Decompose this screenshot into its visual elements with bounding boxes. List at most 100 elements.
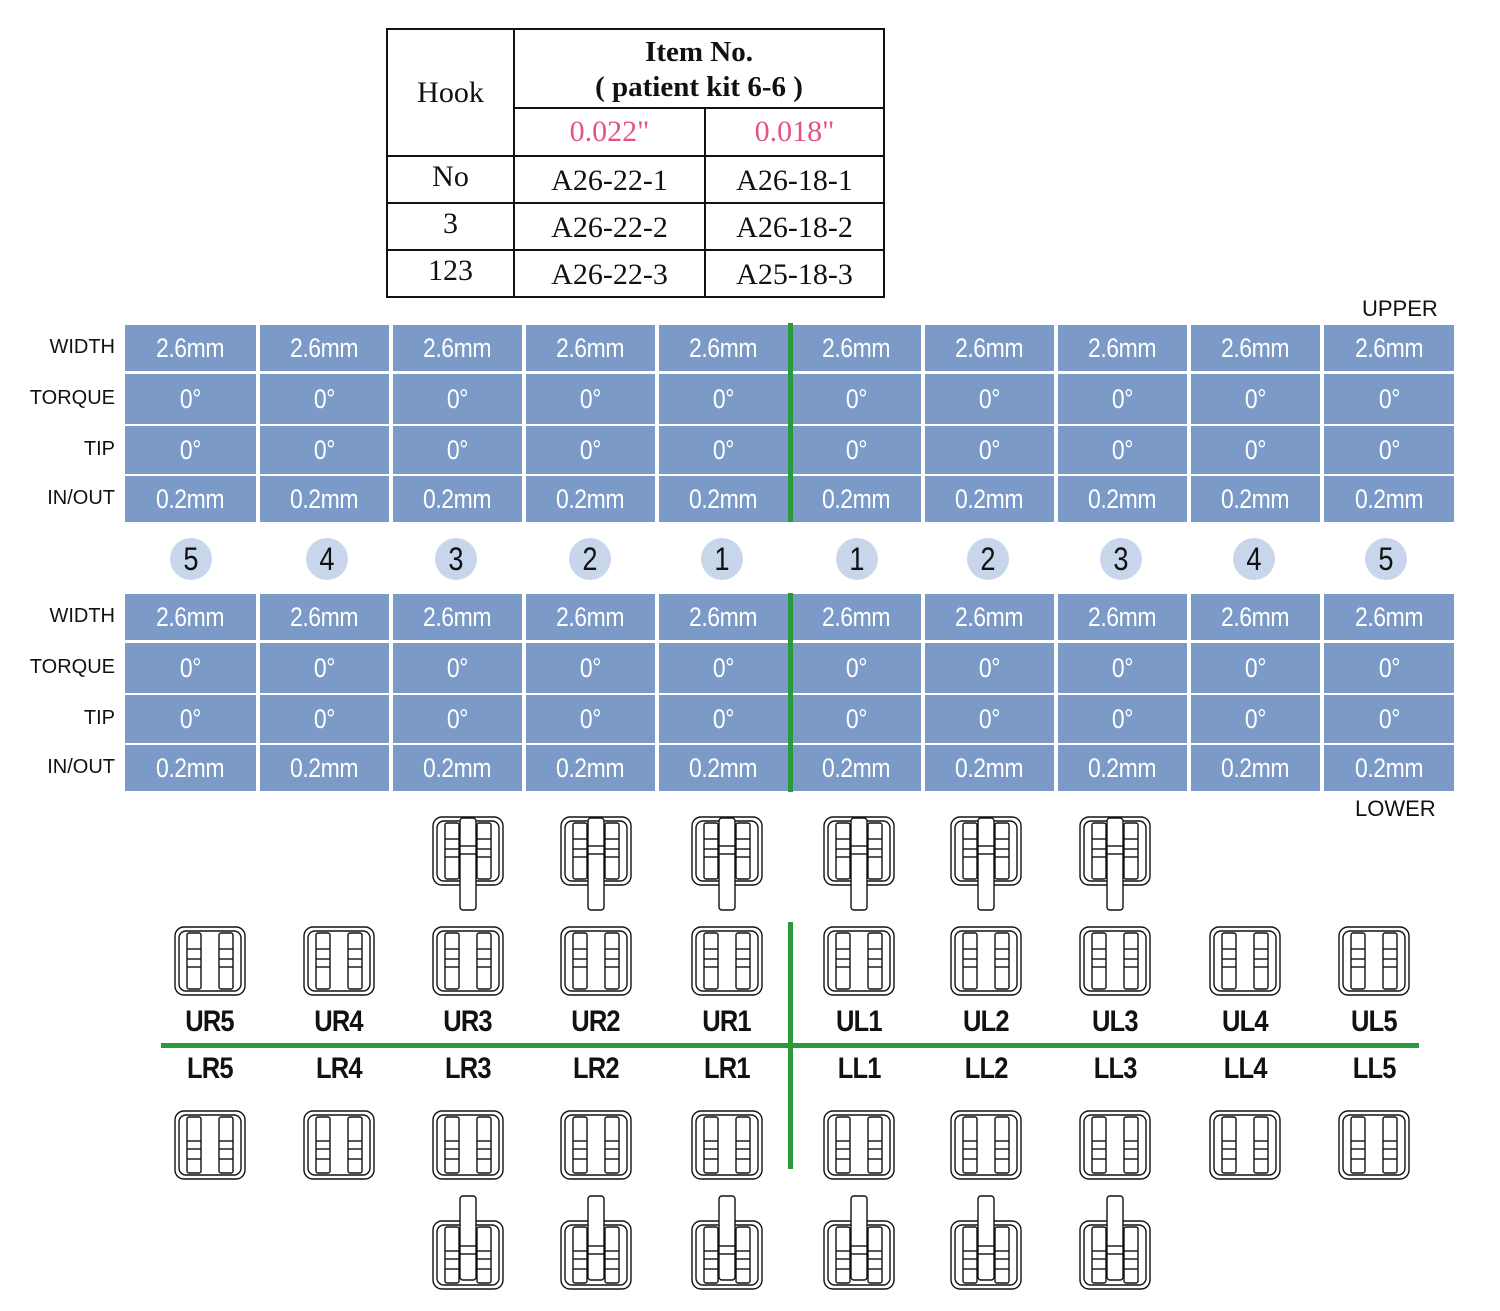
upper-tooth-label: UR1 [682,1005,772,1039]
cell-value: 0° [313,383,336,414]
upper-tip-cell: 0° [1058,426,1187,474]
upper-torque-cell: 0° [792,374,921,424]
tooth-number: 2 [980,540,996,577]
bracket-icon [303,1110,375,1180]
lower-torque-cell: 0° [1191,643,1320,693]
upper-tooth-label: UL5 [1329,1005,1419,1039]
item-number-table: Hook Item No. ( patient kit 6-6 ) 0.022"… [386,28,885,298]
lower-tip-cell: 0° [260,695,389,743]
lower-width-cell: 2.6mm [526,594,655,640]
lower-tip-cell: 0° [659,695,788,743]
cell-value: 2.6mm [689,332,758,363]
cell-value: 0.2mm [1088,483,1157,514]
cell-value: 0° [579,434,602,465]
bracket-icon [823,1110,895,1180]
upper-torque-cell: 0° [925,374,1054,424]
cell-value: 0.2mm [556,752,625,783]
upper-tooth-label: UR5 [165,1005,255,1039]
row-label-width: WIDTH [49,336,115,358]
bracket-icon [303,926,375,996]
size-022-header: 0.022" [569,115,650,148]
upper-tip-cell: 0° [393,426,522,474]
lower-width-cell: 2.6mm [1191,594,1320,640]
lower-tip-cell: 0° [792,695,921,743]
upper-tooth-label: UR4 [294,1005,384,1039]
upper-tooth-label: UL1 [814,1005,904,1039]
lower-tooth-label: LL3 [1070,1052,1160,1086]
upper-tip-cell: 0° [1324,426,1454,474]
row-label-inout: IN/OUT [47,756,115,778]
table-cell-item: A26-18-1 [736,164,853,197]
row-label-torque: TORQUE [29,387,115,409]
lower-width-cell: 2.6mm [393,594,522,640]
cell-value: 0° [1111,434,1134,465]
cell-value: 2.6mm [290,601,359,632]
cell-value: 0° [446,652,469,683]
cell-value: 2.6mm [822,601,891,632]
tooth-code: LL5 [1352,1052,1397,1085]
row-label-tip: TIP [83,438,115,460]
tooth-number-badge: 4 [1233,538,1275,580]
upper-torque-cell: 0° [659,374,788,424]
upper-tip-cell: 0° [1191,426,1320,474]
cell-value: 0° [179,652,202,683]
cell-value: 0° [1378,703,1400,734]
bracket-icon [1338,926,1410,996]
upper-width-cell: 2.6mm [1324,325,1454,371]
cell-value: 0.2mm [556,483,625,514]
upper-torque-cell: 0° [1191,374,1320,424]
upper-inout-cell: 0.2mm [125,476,256,522]
lower-torque-cell: 0° [526,643,655,693]
upper-label: UPPER [1362,296,1438,321]
lower-inout-cell: 0.2mm [925,745,1054,791]
lower-inout-cell: 0.2mm [659,745,788,791]
lower-width-cell: 2.6mm [659,594,788,640]
tooth-number-badge: 4 [306,538,348,580]
cell-value: 0° [845,383,868,414]
lower-tooth-label: LR4 [294,1052,384,1086]
row-label-tip: TIP [83,707,115,729]
hook-header: Hook [417,75,484,109]
cell-value: 0° [446,434,469,465]
lower-width-cell: 2.6mm [260,594,389,640]
lower-width-cell: 2.6mm [1324,594,1454,640]
bracket-icon [1209,1110,1281,1180]
tooth-code: UR5 [185,1005,235,1038]
lower-tip-cell: 0° [1191,695,1320,743]
tooth-number: 1 [849,540,865,577]
cell-value: 2.6mm [1221,601,1290,632]
lower-tip-cell: 0° [125,695,256,743]
cell-value: 2.6mm [156,601,225,632]
cell-value: 0° [1244,383,1267,414]
upper-inout-cell: 0.2mm [792,476,921,522]
upper-tooth-label: UR3 [423,1005,513,1039]
cell-value: 0.2mm [1354,752,1424,783]
upper-torque-cell: 0° [1058,374,1187,424]
bracket-icon [950,926,1022,996]
bracket-icon [432,926,504,996]
tooth-number-badge: 1 [836,538,878,580]
lower-torque-cell: 0° [1324,643,1454,693]
tooth-number: 3 [448,540,464,577]
lower-inout-cell: 0.2mm [260,745,389,791]
cell-value: 0° [712,434,735,465]
cell-value: 0° [579,703,602,734]
cell-value: 2.6mm [1354,332,1424,363]
cell-value: 0° [845,434,868,465]
cell-value: 0.2mm [290,752,359,783]
lower-width-cell: 2.6mm [1058,594,1187,640]
table-divider [388,155,883,157]
lower-inout-cell: 0.2mm [125,745,256,791]
cell-value: 0° [446,383,469,414]
lower-label: LOWER [1355,796,1436,821]
tooth-code: UR2 [571,1005,621,1038]
hooked-bracket-icon [560,1195,632,1290]
row-label-width: WIDTH [49,605,115,627]
cell-value: 0° [712,652,735,683]
cell-value: 0.2mm [955,752,1024,783]
cell-value: 2.6mm [955,332,1024,363]
cell-value: 0° [579,652,602,683]
cell-value: 0.2mm [423,483,492,514]
cell-value: 0.2mm [1088,752,1157,783]
upper-tip-cell: 0° [260,426,389,474]
